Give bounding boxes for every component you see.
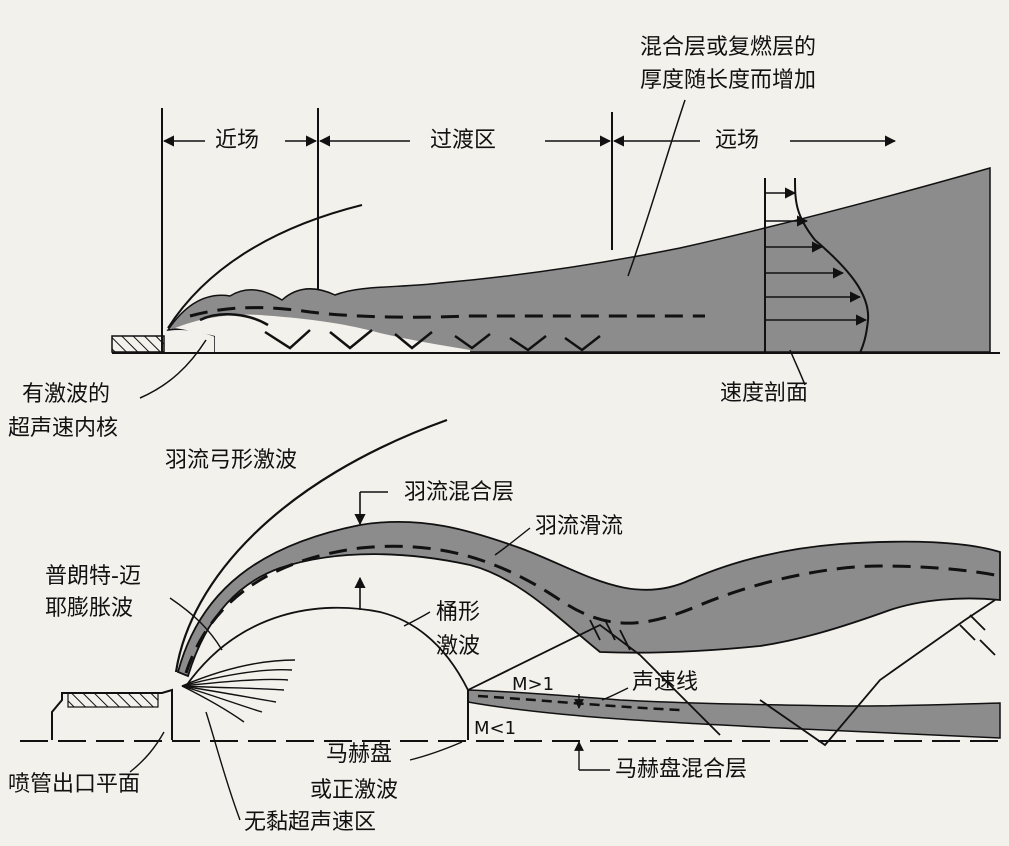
prandtl-meyer-expansion-fan (181, 659, 296, 723)
plume-mixing-band (176, 520, 1001, 678)
barrel-shock-leader (403, 611, 431, 627)
plume-slipstream-label: 羽流滑流 (535, 514, 624, 539)
plume-bow-shock-label: 羽流弓形激波 (165, 448, 298, 473)
mixing-layer-region (166, 167, 991, 353)
supersonic-core-region (175, 314, 470, 352)
lower-diagram (20, 418, 1001, 821)
near-field-label: 近场 (215, 128, 260, 153)
nozzle-exit-leader (129, 731, 165, 773)
far-field-label: 远场 (715, 128, 760, 153)
plume-mixing-layer-label: 羽流混合层 (404, 480, 515, 505)
inviscid-leader (205, 711, 241, 821)
reflected-shocks (467, 599, 996, 747)
mach-less-label: M<1 (474, 718, 517, 739)
shock-cells (199, 313, 601, 352)
prandtl-meyer-label-1: 普朗特-迈 (45, 564, 141, 589)
sonic-line-label: 声速线 (632, 670, 699, 695)
barrel-shock-label-1: 桶形 (436, 600, 481, 625)
mach-disk-mixing-band (467, 689, 1001, 739)
sonic-line-dashed (477, 694, 681, 712)
core-leader (139, 339, 207, 399)
transition-zone-label: 过渡区 (430, 128, 497, 153)
mach-disk-leader (409, 741, 463, 761)
mach-disk-label-1: 马赫盘 (326, 742, 393, 767)
velocity-profile-leader (789, 349, 806, 386)
sonic-line-leader (601, 687, 629, 701)
upper-diagram (111, 99, 1000, 399)
expansion-fan-leader (169, 597, 223, 651)
nozzle-exit-plane-label: 喷管出口平面 (8, 772, 141, 797)
barrel-shock-label-2: 激波 (436, 634, 481, 659)
prandtl-meyer-label-2: 耶膨胀波 (45, 596, 134, 621)
plume-slipstream-line (184, 544, 1001, 674)
lower-nozzle-body (51, 688, 173, 740)
mixing-note-line-1: 混合层或复燃层的 (640, 35, 817, 60)
inviscid-supersonic-label: 无黏超声速区 (244, 810, 377, 835)
supersonic-core-label-1: 有激波的 (22, 382, 111, 407)
mixing-layer-centerline (189, 306, 705, 319)
upper-nozzle-lip (111, 335, 165, 353)
mixing-note-line-2: 厚度随长度而增加 (640, 68, 817, 93)
mach-disk-mixing-label: 马赫盘混合层 (615, 757, 748, 782)
upper-bow-shock-curve (167, 204, 363, 329)
barrel-shock-curve (185, 606, 469, 691)
velocity-profile-arrows (765, 215, 868, 326)
lower-nozzle-hatch (67, 692, 159, 708)
mixing-note-leader (627, 99, 686, 277)
mach-greater-label: M>1 (512, 674, 555, 695)
lower-bow-shock-curve (174, 418, 448, 673)
velocity-profile-curve (794, 177, 870, 354)
supersonic-core-label-2: 超声速内核 (8, 416, 119, 441)
mach-disk-label-2: 或正激波 (310, 778, 399, 803)
slipstream-leader (494, 527, 531, 556)
velocity-profile-label: 速度剖面 (720, 381, 809, 406)
